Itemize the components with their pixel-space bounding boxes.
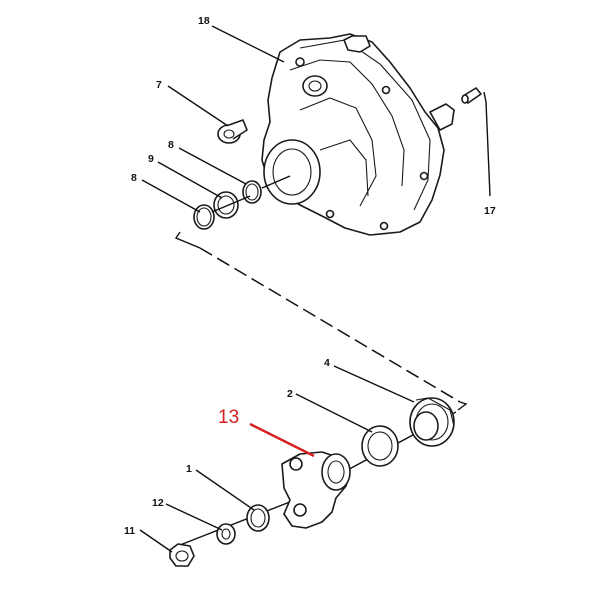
- yoke-part-13: [281, 451, 351, 529]
- pin-part-17: [461, 87, 482, 104]
- callout-8-upper: 8: [168, 139, 174, 151]
- callout-11: 11: [124, 525, 135, 537]
- seal-part-9: [213, 191, 239, 219]
- callout-4: 4: [324, 357, 330, 369]
- callout-13-highlight: 13: [218, 407, 239, 428]
- plug-part-7: [217, 119, 248, 144]
- callout-1: 1: [186, 463, 192, 475]
- callout-7: 7: [156, 79, 162, 91]
- callout-18: 18: [198, 15, 210, 27]
- seal-part-2: [361, 425, 399, 467]
- housing-part-18: [261, 33, 455, 236]
- bearing-part-4: [409, 397, 455, 447]
- callout-17: 17: [484, 205, 496, 217]
- washer-part-12: [216, 523, 236, 545]
- callout-9: 9: [148, 153, 154, 165]
- oring-part-8-lower: [193, 204, 215, 230]
- callout-2: 2: [287, 388, 293, 400]
- nut-part-11: [169, 543, 195, 567]
- callout-12: 12: [152, 497, 164, 509]
- callout-8-lower: 8: [131, 172, 137, 184]
- leader-lines: [139, 25, 491, 553]
- washer-part-1: [246, 504, 270, 532]
